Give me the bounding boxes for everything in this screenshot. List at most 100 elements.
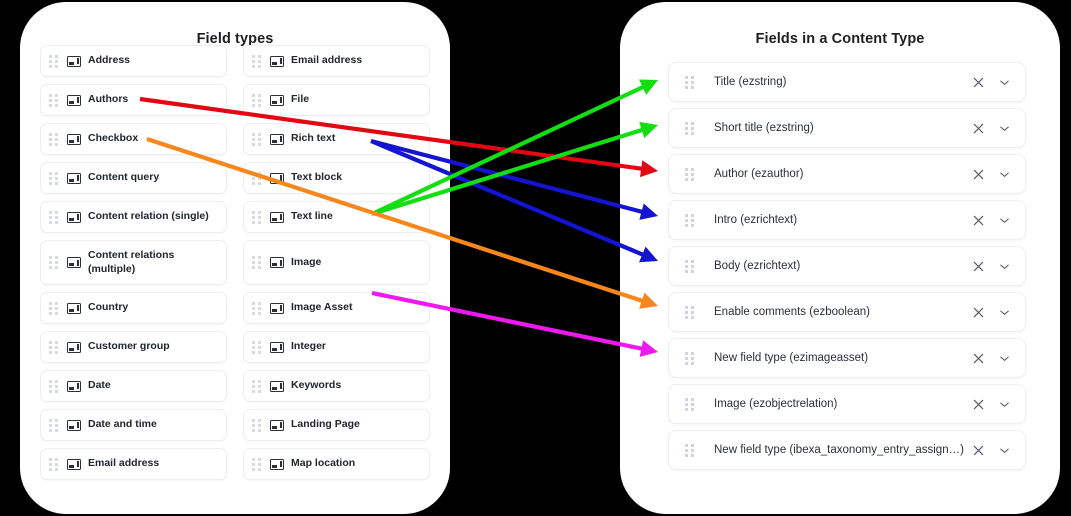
close-icon[interactable] bbox=[972, 260, 985, 273]
field-type-chip-checkbox[interactable]: Checkbox bbox=[40, 123, 227, 155]
field-type-chip-image-asset[interactable]: Image Asset bbox=[243, 292, 430, 324]
drag-handle-icon[interactable] bbox=[49, 301, 58, 315]
field-type-chip-text-block[interactable]: Text block bbox=[243, 162, 430, 194]
drag-handle-icon[interactable] bbox=[49, 210, 58, 224]
field-type-chip-address[interactable]: Address bbox=[40, 45, 227, 77]
drag-handle-icon[interactable] bbox=[49, 54, 58, 68]
drag-handle-icon[interactable] bbox=[49, 457, 58, 471]
field-type-chip-authors[interactable]: Authors bbox=[40, 84, 227, 116]
drag-handle-icon[interactable] bbox=[685, 167, 694, 181]
field-type-chip-email-address-2[interactable]: Email address bbox=[243, 45, 430, 77]
field-types-panel: Field types Address Authors Checkbox bbox=[20, 2, 450, 514]
drag-handle-icon[interactable] bbox=[49, 256, 58, 269]
field-type-icon bbox=[270, 458, 284, 470]
content-field-row-image[interactable]: Image (ezobjectrelation) bbox=[668, 384, 1026, 424]
drag-handle-icon[interactable] bbox=[252, 132, 261, 146]
close-icon[interactable] bbox=[972, 444, 985, 457]
content-field-row-new-field-type-taxonomy[interactable]: New field type (ibexa_taxonomy_entry_ass… bbox=[668, 430, 1026, 470]
drag-handle-icon[interactable] bbox=[685, 305, 694, 319]
drag-handle-icon[interactable] bbox=[252, 457, 261, 471]
content-field-row-intro[interactable]: Intro (ezrichtext) bbox=[668, 200, 1026, 240]
drag-handle-icon[interactable] bbox=[685, 351, 694, 365]
content-field-row-title[interactable]: Title (ezstring) bbox=[668, 62, 1026, 102]
drag-handle-icon[interactable] bbox=[49, 171, 58, 185]
close-icon[interactable] bbox=[972, 306, 985, 319]
close-icon[interactable] bbox=[972, 214, 985, 227]
close-icon[interactable] bbox=[972, 76, 985, 89]
row-actions bbox=[972, 444, 1011, 457]
drag-handle-icon[interactable] bbox=[252, 171, 261, 185]
field-type-icon bbox=[270, 211, 284, 223]
drag-handle-icon[interactable] bbox=[252, 256, 261, 269]
drag-handle-icon[interactable] bbox=[685, 443, 694, 457]
chevron-down-icon[interactable] bbox=[998, 352, 1011, 365]
field-type-label: Country bbox=[88, 301, 129, 314]
field-type-chip-integer[interactable]: Integer bbox=[243, 331, 430, 363]
drag-handle-icon[interactable] bbox=[49, 379, 58, 393]
field-type-chip-country[interactable]: Country bbox=[40, 292, 227, 324]
field-type-label: File bbox=[291, 93, 310, 106]
content-field-row-short-title[interactable]: Short title (ezstring) bbox=[668, 108, 1026, 148]
drag-handle-icon[interactable] bbox=[685, 397, 694, 411]
chevron-down-icon[interactable] bbox=[998, 444, 1011, 457]
drag-handle-icon[interactable] bbox=[49, 132, 58, 146]
drag-handle-icon[interactable] bbox=[252, 418, 261, 432]
drag-handle-icon[interactable] bbox=[252, 54, 261, 68]
chevron-down-icon[interactable] bbox=[998, 122, 1011, 135]
field-type-chip-image[interactable]: Image bbox=[243, 240, 430, 285]
field-type-icon bbox=[67, 302, 81, 314]
field-type-chip-file[interactable]: File bbox=[243, 84, 430, 116]
drag-handle-icon[interactable] bbox=[685, 259, 694, 273]
drag-handle-icon[interactable] bbox=[685, 121, 694, 135]
field-type-label: Image Asset bbox=[291, 301, 353, 314]
field-type-chip-date-and-time[interactable]: Date and time bbox=[40, 409, 227, 441]
drag-handle-icon[interactable] bbox=[49, 93, 58, 107]
row-actions bbox=[972, 306, 1011, 319]
field-type-chip-content-relation-single[interactable]: Content relation (single) bbox=[40, 201, 227, 233]
drag-handle-icon[interactable] bbox=[252, 301, 261, 315]
content-field-row-enable-comments[interactable]: Enable comments (ezboolean) bbox=[668, 292, 1026, 332]
chevron-down-icon[interactable] bbox=[998, 398, 1011, 411]
field-type-icon bbox=[67, 341, 81, 353]
chevron-down-icon[interactable] bbox=[998, 306, 1011, 319]
field-type-chip-rich-text[interactable]: Rich text bbox=[243, 123, 430, 155]
field-type-label: Email address bbox=[88, 457, 160, 470]
drag-handle-icon[interactable] bbox=[252, 93, 261, 107]
field-type-icon bbox=[67, 419, 81, 431]
close-icon[interactable] bbox=[972, 122, 985, 135]
field-type-label: Content relation (single) bbox=[88, 210, 209, 223]
field-type-chip-keywords[interactable]: Keywords bbox=[243, 370, 430, 402]
field-type-chip-landing-page[interactable]: Landing Page bbox=[243, 409, 430, 441]
chevron-down-icon[interactable] bbox=[998, 76, 1011, 89]
field-type-chip-date[interactable]: Date bbox=[40, 370, 227, 402]
drag-handle-icon[interactable] bbox=[685, 213, 694, 227]
field-type-chip-text-line[interactable]: Text line bbox=[243, 201, 430, 233]
drag-handle-icon[interactable] bbox=[252, 340, 261, 354]
row-actions bbox=[972, 76, 1011, 89]
close-icon[interactable] bbox=[972, 352, 985, 365]
field-type-chip-content-query[interactable]: Content query bbox=[40, 162, 227, 194]
close-icon[interactable] bbox=[972, 168, 985, 181]
field-type-icon bbox=[67, 257, 81, 268]
drag-handle-icon[interactable] bbox=[252, 379, 261, 393]
field-type-icon bbox=[270, 419, 284, 431]
field-type-chip-map-location[interactable]: Map location bbox=[243, 448, 430, 480]
drag-handle-icon[interactable] bbox=[685, 75, 694, 89]
field-type-label: Landing Page bbox=[291, 418, 360, 431]
drag-handle-icon[interactable] bbox=[49, 418, 58, 432]
chevron-down-icon[interactable] bbox=[998, 214, 1011, 227]
content-field-row-body[interactable]: Body (ezrichtext) bbox=[668, 246, 1026, 286]
content-field-label: New field type (ezimageasset) bbox=[714, 352, 869, 364]
chevron-down-icon[interactable] bbox=[998, 260, 1011, 273]
drag-handle-icon[interactable] bbox=[49, 340, 58, 354]
chevron-down-icon[interactable] bbox=[998, 168, 1011, 181]
content-field-row-author[interactable]: Author (ezauthor) bbox=[668, 154, 1026, 194]
content-field-row-new-field-type-ezimageasset[interactable]: New field type (ezimageasset) bbox=[668, 338, 1026, 378]
field-type-chip-email-address[interactable]: Email address bbox=[40, 448, 227, 480]
field-type-icon bbox=[67, 380, 81, 392]
field-type-chip-customer-group[interactable]: Customer group bbox=[40, 331, 227, 363]
drag-handle-icon[interactable] bbox=[252, 210, 261, 224]
field-type-label: Text line bbox=[291, 210, 333, 223]
field-type-chip-content-relations-multiple[interactable]: Content relations (multiple) bbox=[40, 240, 227, 285]
close-icon[interactable] bbox=[972, 398, 985, 411]
